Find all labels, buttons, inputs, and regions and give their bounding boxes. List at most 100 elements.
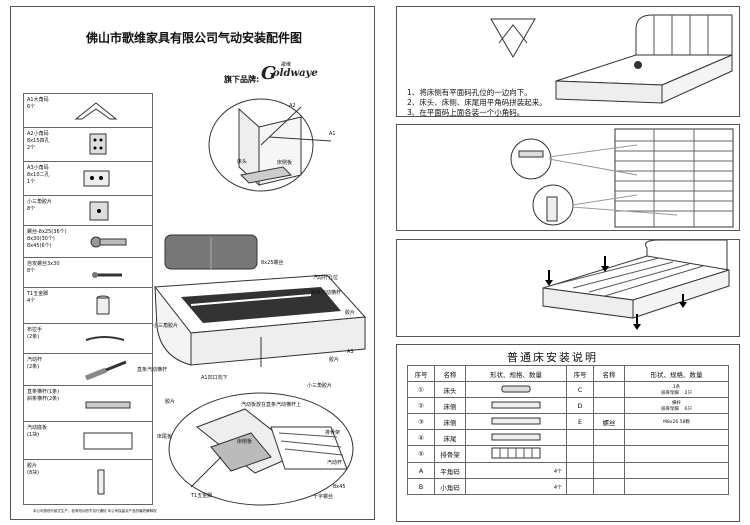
bracket-icon	[83, 170, 110, 187]
pull-strap-icon	[85, 336, 125, 341]
row-no: ②	[407, 397, 435, 414]
part-label: 布拉手 (2条)	[27, 327, 43, 340]
row-spec-qty: 4个	[553, 468, 562, 475]
part-label: 直条横杆(1条) 斜条横杆(2条)	[27, 389, 60, 402]
callout-screw-8x45: 8x45	[333, 484, 346, 490]
row-spec2	[624, 462, 729, 479]
row-spec	[465, 397, 567, 414]
row-name2	[593, 397, 625, 414]
sheet-title: 佛山市歌维家具有限公司气动安装配件图	[86, 31, 303, 45]
instruction-line: 3、在平面码上面各装一个小角码。	[407, 108, 525, 117]
instruction-line: 2、床头、床侧、床尾用平角码拼装起来。	[407, 98, 547, 107]
part-label: A1大角码 6个	[27, 97, 49, 110]
brand-logo-cn: 歌维	[281, 62, 292, 68]
brand-logo: G 歌维 oldwaye	[259, 62, 323, 86]
row-name2: 螺丝	[593, 413, 625, 430]
part-cell: 胶片 (8块)	[24, 460, 153, 506]
part-cell: 布拉手 (2条)	[24, 324, 153, 354]
callout-pad-2: 胶片	[329, 357, 340, 363]
row-name2	[593, 478, 625, 495]
row-no: A	[407, 462, 435, 479]
part-label: 汽动底板 (1块)	[27, 425, 48, 438]
row-name: 排骨架	[434, 445, 466, 463]
part-label: A3小角码 8x10二孔 1个	[27, 165, 50, 185]
callout-pad-1: 胶片	[345, 310, 356, 316]
row-name: 床侧	[434, 413, 466, 430]
callout-board-placement: 汽动板放在直条汽动横杆上	[241, 402, 302, 408]
self-tapping-screw-icon	[92, 272, 122, 278]
row-no2: E	[566, 413, 594, 430]
part-label: 自攻螺丝3x30 8个	[27, 261, 60, 274]
brand-logo-mark: G	[261, 63, 276, 84]
row-name: 床尾	[434, 429, 466, 446]
row-no2: D	[566, 397, 594, 414]
row-spec2: 1条 排骨架脚 2只	[624, 381, 729, 398]
part-label: 胶片 (8块)	[27, 463, 40, 476]
row-no: ④	[407, 429, 435, 446]
part-cell: A1大角码 6个	[24, 94, 153, 128]
part-cell: 螺丝-8x25(36个) 8x30(30个) 8x45(6个)	[24, 226, 153, 258]
part-cell: 小三角胶片 8个	[24, 196, 153, 226]
part-label: 螺丝-8x25(36个) 8x30(30个) 8x45(6个)	[27, 229, 67, 249]
left-assembly-sheet: 佛山市歌维家具有限公司气动安装配件图 旗下品牌: G 歌维 oldwaye A1…	[10, 6, 375, 520]
slat-frame-diagram	[510, 128, 734, 228]
header-cell: 名称	[434, 365, 466, 382]
header-cell: 形状、规格、数量	[465, 365, 567, 382]
pad-icon	[97, 469, 105, 495]
callout-triangle-pad-1: 小三角胶片	[153, 323, 179, 329]
row-no: ③	[407, 413, 435, 430]
step3-panel	[396, 239, 740, 337]
part-label: 小三角胶片 8个	[27, 199, 53, 212]
row-name: 床侧	[434, 397, 466, 414]
callout-a2: A2	[289, 103, 296, 109]
base-board-icon	[83, 432, 133, 450]
callout-a3: A3	[347, 349, 354, 355]
callout-diagonal-bar: 斜条汽动横杆	[311, 290, 342, 296]
row-spec	[465, 381, 567, 398]
brand-label: 旗下品牌:	[224, 75, 260, 84]
header-cell: 序号	[407, 365, 435, 382]
row-spec2	[624, 445, 729, 463]
callout-pad-3: 胶片	[165, 399, 176, 405]
table-title: 普通床安装说明	[507, 351, 598, 364]
row-no: ①	[407, 381, 435, 398]
part-cell: 汽动杆 (2条)	[24, 354, 153, 386]
header-cell: 序号	[566, 365, 594, 382]
step1-panel: 1、将床侧有平面码孔位的一边向下。 2、床头、床侧、床尾用平角码拼装起来。 3、…	[396, 6, 740, 117]
row-spec	[465, 445, 567, 463]
row-name2	[593, 445, 625, 463]
callout-straight-bar: 直条汽动横杆	[137, 367, 168, 373]
parts-column: A1大角码 6个 A2小角码 8x15四孔 2个 A3小角码 8x10二孔 1个…	[23, 93, 153, 505]
callout-headboard: 床头	[237, 159, 248, 165]
bed-exploded-diagram	[154, 98, 367, 506]
side-rail-icon	[491, 401, 541, 408]
header-cell: 名称	[593, 365, 625, 382]
row-spec2	[624, 478, 729, 495]
corner-bracket-icon	[74, 102, 118, 120]
row-name: 床头	[434, 381, 466, 398]
sheet-footer: 本公司按现代款式生产，若有改动恕不另行通知 本公司保留对产品的最终解释权	[33, 509, 157, 513]
part-cell: 自攻螺丝3x30 8个	[24, 258, 153, 288]
slat-install-diagram	[542, 240, 730, 330]
step1-instructions: 1、将床侧有平面码孔位的一边向下。 2、床头、床侧、床尾用平角码拼装起来。 3、…	[407, 88, 547, 118]
screw-icon	[90, 236, 127, 248]
row-name: 小角码	[434, 478, 466, 495]
triangle-pad-icon	[89, 201, 109, 221]
row-spec2	[624, 429, 729, 446]
table-header-row: 序号 名称 形状、规格、数量 序号 名称 形状、规格、数量	[407, 365, 729, 382]
callout-metal-foot: T1五金脚	[191, 493, 213, 499]
callout-a1-notch: A1凹口向下	[201, 375, 228, 381]
row-spec2: 横杆 排骨架脚 6只	[624, 397, 729, 414]
plate-icon	[89, 133, 107, 155]
metal-foot-icon	[96, 295, 110, 315]
row-name2	[593, 462, 625, 479]
callout-strut-hole: 汽动杆孔位	[313, 275, 339, 281]
row-spec	[465, 429, 567, 446]
